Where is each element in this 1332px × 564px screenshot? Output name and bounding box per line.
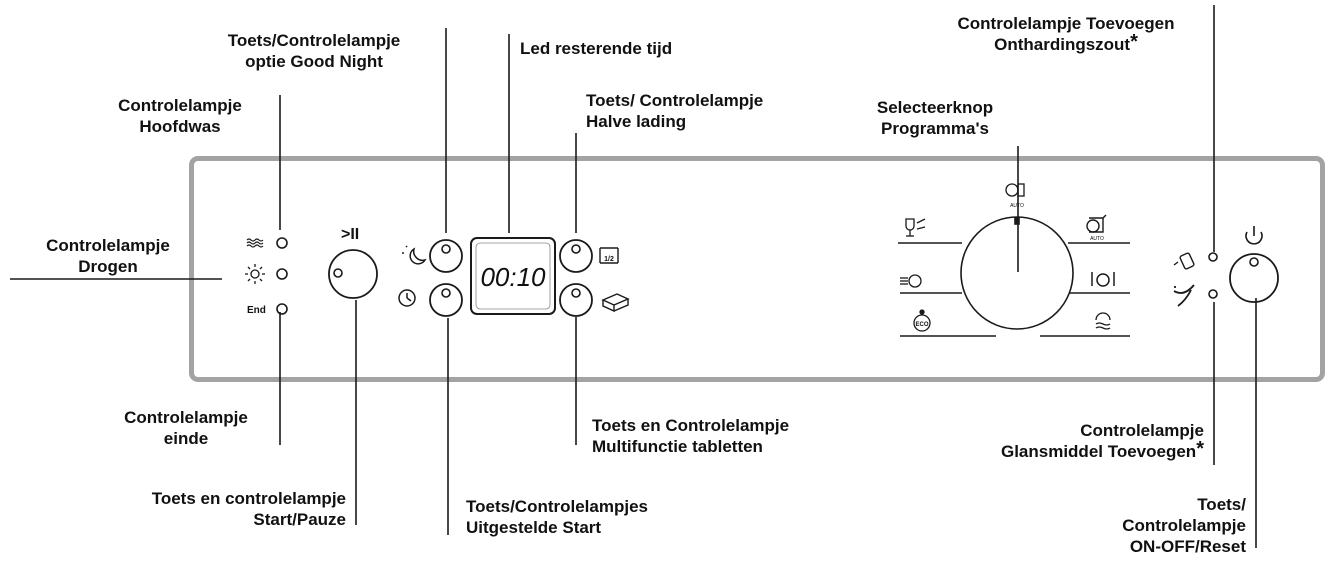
- time-display-inner: [475, 242, 551, 310]
- program-selector-knob[interactable]: [960, 216, 1074, 330]
- asterisk-salt: *: [1130, 31, 1138, 53]
- multi-tabs-button[interactable]: [559, 283, 593, 317]
- main-wash-led: [276, 237, 288, 249]
- asterisk-rinse: *: [1196, 438, 1204, 460]
- on-off-led: [1249, 257, 1259, 267]
- auto-dish-icon: [1005, 183, 1025, 197]
- drying-led: [276, 268, 288, 280]
- end-led: [276, 303, 288, 315]
- eco-text: ECO: [915, 322, 928, 328]
- auto-text-right: AUTO: [1090, 236, 1104, 242]
- half-load-icon: [599, 247, 619, 264]
- on-off-button[interactable]: [1229, 253, 1279, 303]
- auto-text-top: AUTO: [1010, 203, 1024, 209]
- end-text: End: [247, 305, 266, 316]
- play-pause-symbol: >II: [341, 226, 359, 243]
- delayed-start-button[interactable]: [429, 283, 463, 317]
- rinse-aid-led: [1208, 289, 1218, 299]
- power-icon: [1245, 226, 1263, 245]
- time-display-value: 00:10: [480, 262, 546, 292]
- delayed-start-led: [441, 288, 451, 298]
- time-display-frame: [470, 237, 556, 315]
- intensive-icon: [1091, 272, 1115, 287]
- half-load-led: [571, 244, 581, 254]
- auto-program-icon: [1086, 214, 1107, 233]
- knob-marker: [1014, 217, 1020, 225]
- multi-tabs-led: [571, 288, 581, 298]
- eco-icon: [913, 309, 931, 332]
- main-wash-icon: [246, 238, 264, 248]
- start-pause-led: [333, 268, 343, 278]
- salt-led: [1208, 252, 1218, 262]
- tablet-icon: [601, 293, 630, 313]
- half-load-button[interactable]: [559, 239, 593, 273]
- rinse-aid-icon: [1173, 284, 1195, 307]
- label-softener-salt: Controlelampje Toevoegen Onthardingszout…: [957, 14, 1175, 54]
- good-night-led: [441, 244, 451, 254]
- good-night-button[interactable]: [429, 239, 463, 273]
- moon-icon: [402, 245, 427, 265]
- salt-icon: [1173, 252, 1195, 270]
- glass-icon: [905, 218, 926, 237]
- panel-frame: [189, 156, 1325, 382]
- soak-icon: [1095, 312, 1111, 330]
- label-rinse-aid: Controlelampje Glansmiddel Toevoegen*: [1000, 421, 1204, 461]
- label-led-time: Led resterende tijd: [520, 39, 673, 58]
- clock-icon: [398, 289, 416, 307]
- drying-sun-icon: [245, 264, 265, 284]
- rapid-icon: [900, 274, 922, 288]
- start-pause-button[interactable]: [328, 249, 378, 299]
- half-load-mark: 1/2: [604, 256, 614, 263]
